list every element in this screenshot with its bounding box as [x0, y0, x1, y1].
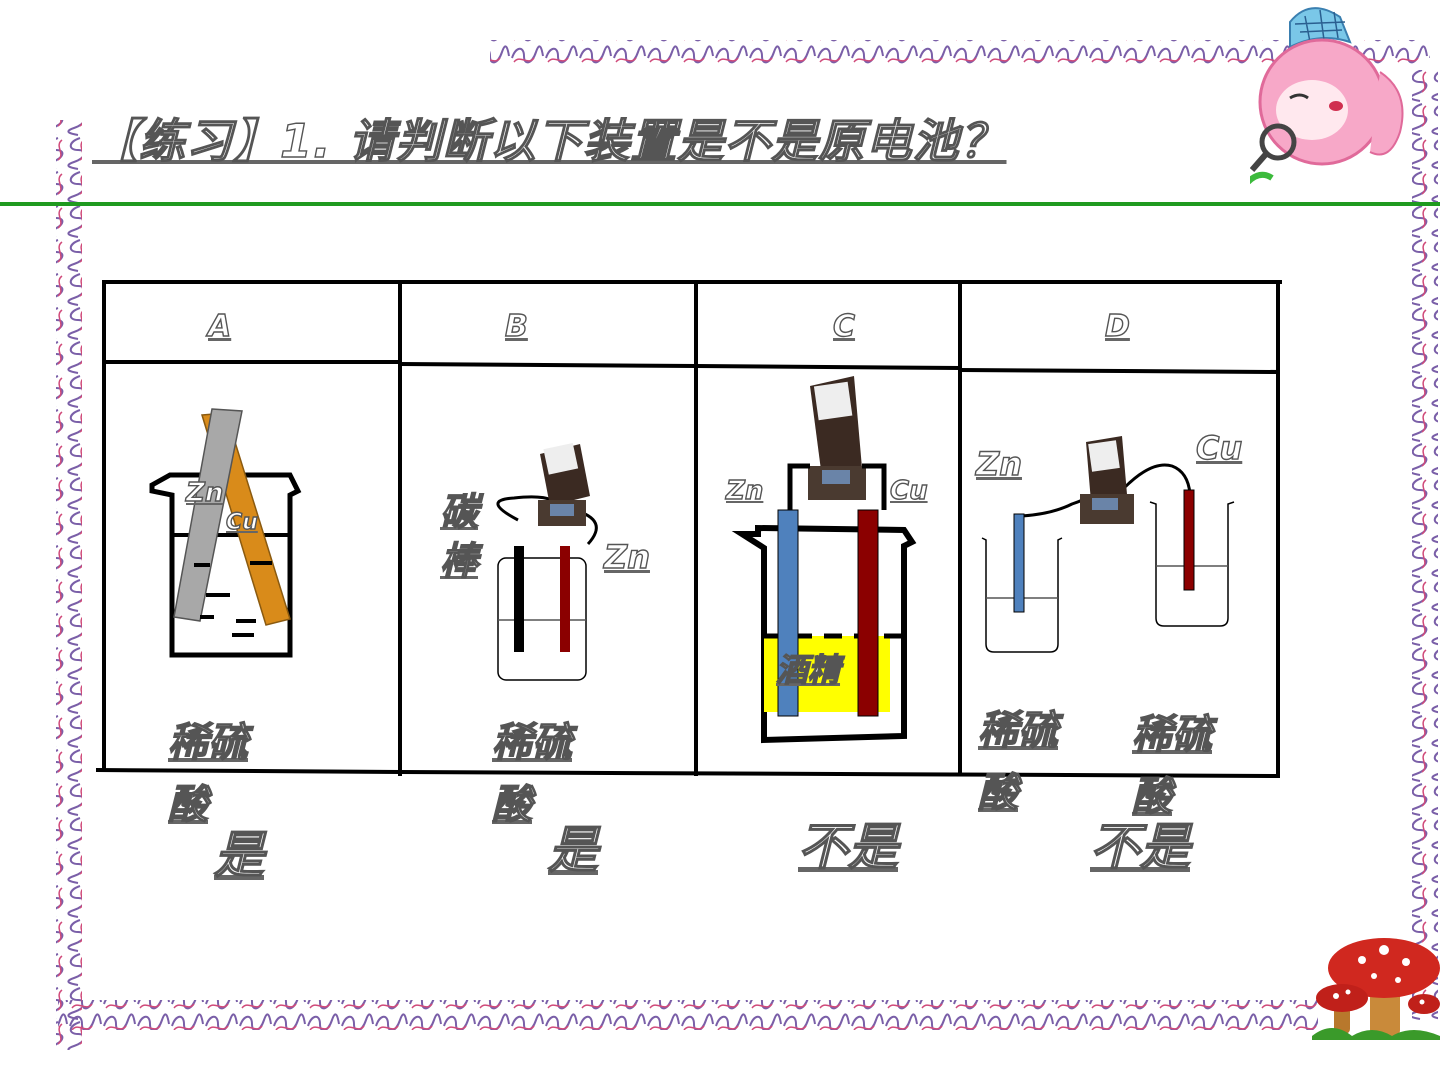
apparatus-c — [731, 376, 917, 744]
apparatus-a — [149, 408, 302, 658]
solution-label-c: 酒精 — [775, 651, 841, 689]
solution-label-d-right: 稀硫酸 — [1131, 711, 1212, 820]
ammeter-icon — [1080, 436, 1134, 524]
apparatus-d — [981, 436, 1235, 653]
electrode-label-d-right: Cu — [1195, 429, 1243, 467]
answer-b: 是 — [547, 821, 598, 879]
page-title: 【练习】1. 请判断以下装置是不是原电池？ — [91, 114, 1007, 168]
electrode-label-b-left: 碳棒 — [439, 489, 479, 584]
zinc-electrode — [173, 408, 243, 622]
solution-label-b: 稀硫酸 — [491, 719, 572, 828]
mushroom-icon — [1312, 938, 1440, 1040]
cartoon-character-icon — [1250, 7, 1404, 185]
solution-label-a: 稀硫酸 — [167, 719, 248, 828]
apparatus-b — [496, 442, 598, 681]
ammeter-icon — [538, 442, 590, 526]
electrode-label-b-right: Zn — [603, 537, 650, 576]
ammeter-icon — [808, 376, 866, 500]
electrode-label-a-left: Zn — [185, 478, 224, 508]
electrode-label-c-right: Cu — [889, 476, 928, 506]
electrode-label-a-right: Cu — [225, 510, 258, 535]
electrode-label-d-left: Zn — [975, 445, 1022, 483]
answer-a: 是 — [213, 826, 264, 884]
answer-d: 不是 — [1089, 818, 1190, 876]
column-header-b: B — [504, 309, 528, 344]
answer-c: 不是 — [797, 818, 898, 876]
column-header-c: C — [832, 309, 856, 344]
solution-label-d-left: 稀硫酸 — [977, 707, 1058, 816]
electrode-label-c-left: Zn — [725, 476, 764, 506]
column-header-d: D — [1104, 309, 1130, 344]
column-header-a: A — [207, 309, 232, 344]
